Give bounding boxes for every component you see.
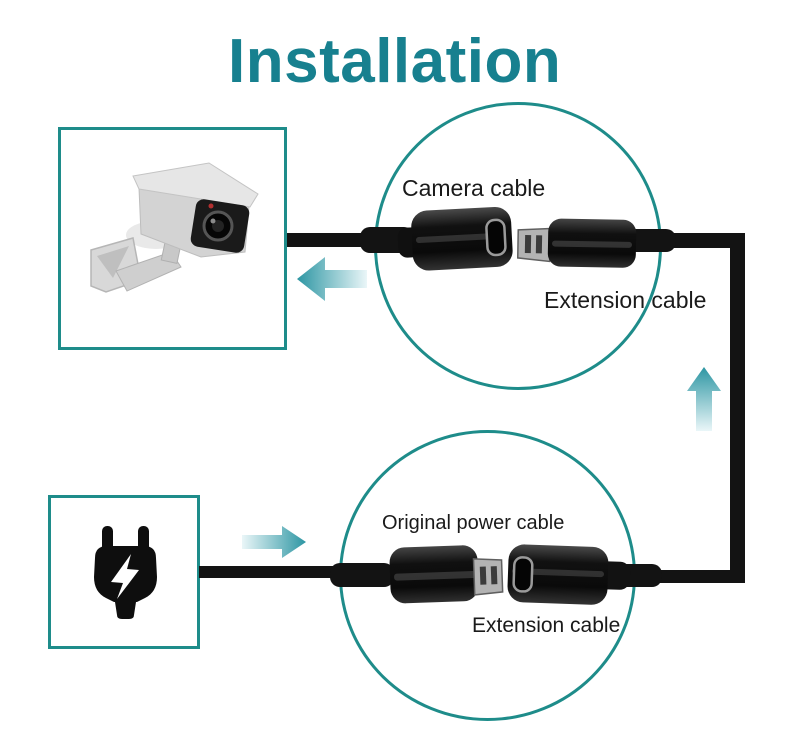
extension-cable-bottom-segment: [652, 570, 745, 583]
male-connector-highlight: [552, 240, 632, 248]
security-camera-illustration: [90, 162, 259, 293]
lightning-bolt-icon: [111, 554, 139, 599]
male-metal-tip: [516, 227, 552, 263]
camera-lens-highlight: [210, 218, 216, 224]
extension-cable-bottom-label: Extension cable: [472, 614, 621, 637]
male-tip-slot: [535, 235, 543, 254]
camera-lens-inner: [212, 220, 224, 232]
power-plug-icon: [94, 526, 157, 619]
left-arrow-icon: [297, 257, 367, 301]
male-connector-highlight: [394, 570, 477, 581]
power-cable-segment: [199, 566, 339, 578]
female-port-opening: [485, 218, 507, 257]
micro-usb-female-connector-bottom: [507, 544, 631, 605]
power-cable-braid: [330, 563, 394, 587]
female-connector-highlight: [415, 232, 506, 243]
right-arrow-icon: [242, 526, 306, 558]
extension-cable-top-braid: [626, 229, 676, 252]
page-title: Installation: [228, 27, 562, 96]
camera-box: [58, 127, 287, 350]
camera-cable-label: Camera cable: [402, 175, 546, 201]
plug-prong-right: [138, 526, 149, 552]
camera-record-led: [208, 203, 214, 209]
male-tip-slot: [479, 566, 487, 585]
plug-stem: [115, 602, 136, 619]
camera-bracket-shade: [97, 246, 129, 278]
extension-cable-vertical-segment: [730, 233, 745, 583]
female-port-opening: [512, 556, 534, 593]
up-arrow-icon: [687, 367, 721, 431]
male-metal-tip: [472, 558, 504, 596]
power-plug-box: [48, 495, 200, 649]
extension-cable-top-label: Extension cable: [544, 287, 707, 313]
camera-arm: [115, 251, 182, 292]
original-power-cable-label: Original power cable: [382, 512, 565, 534]
micro-usb-male-connector-bottom: [389, 545, 504, 604]
micro-usb-male-connector-top: [516, 218, 637, 268]
female-connector-highlight: [512, 568, 605, 578]
male-tip-slot: [524, 235, 532, 254]
micro-usb-female-connector-top: [397, 206, 513, 271]
camera-sunshade: [132, 162, 259, 208]
plug-prong-left: [102, 526, 113, 552]
male-tip-slot: [490, 566, 498, 585]
